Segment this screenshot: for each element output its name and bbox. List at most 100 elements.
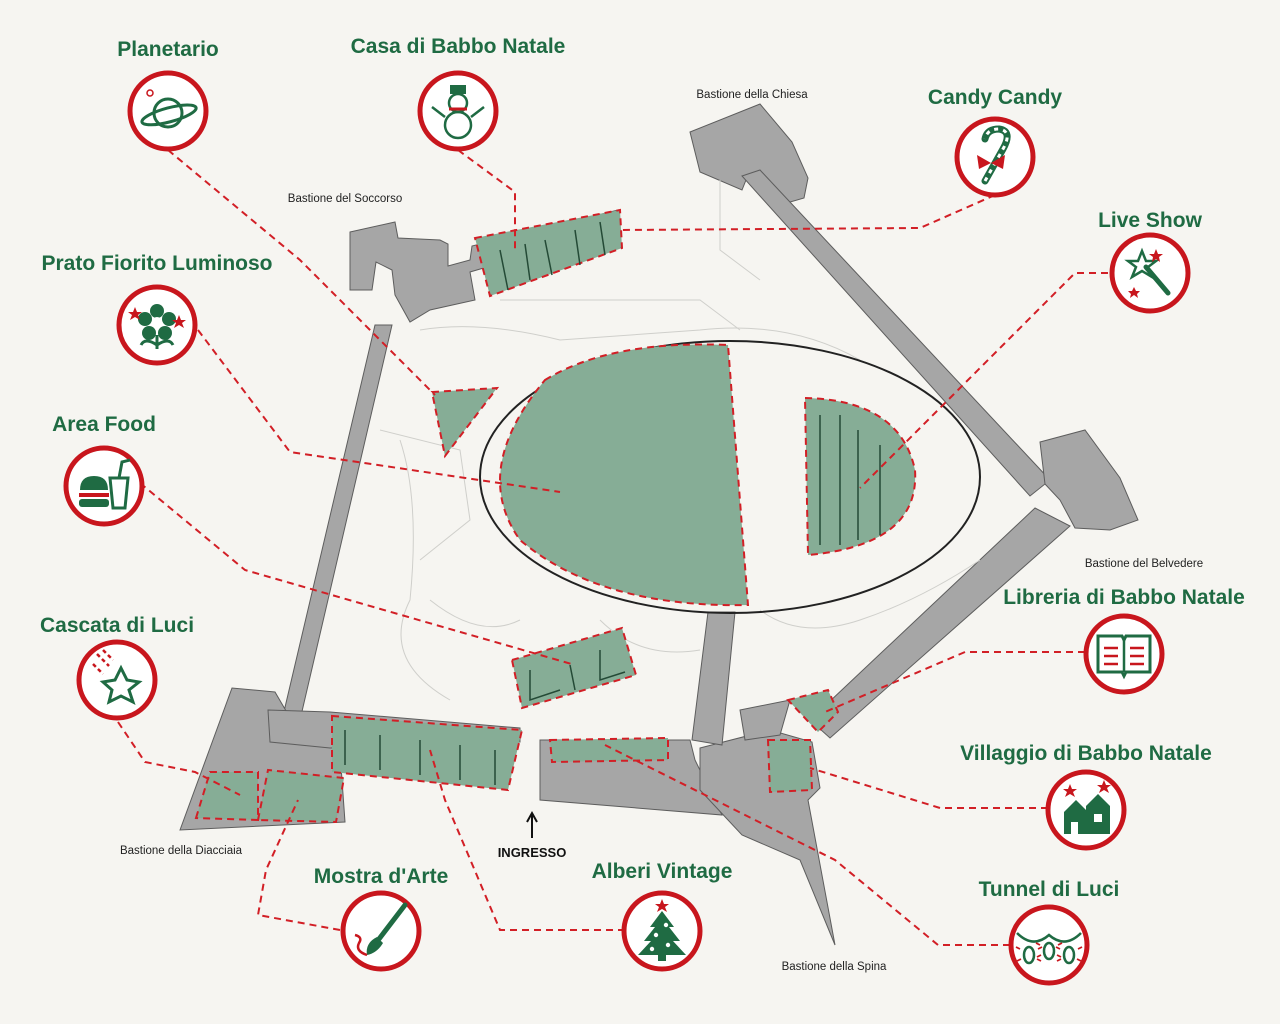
planet-ring <box>140 103 198 127</box>
badge-libreria[interactable] <box>1083 613 1165 695</box>
badge-tunnel[interactable] <box>1008 904 1090 986</box>
title-planetario[interactable]: Planetario <box>117 38 219 61</box>
entrance-label: INGRESSO <box>497 845 567 860</box>
house-window <box>1094 814 1102 822</box>
line-villaggio <box>809 767 1048 809</box>
book-cover <box>1096 634 1152 680</box>
line-prato-fiorito <box>197 329 561 493</box>
central-oval-track <box>479 340 981 614</box>
badge-planetario[interactable] <box>127 70 209 152</box>
label-bastione-spina: Bastione della Spina <box>781 961 887 973</box>
line-mostra-arte <box>256 799 341 931</box>
zone-alberi-vintage <box>548 736 669 764</box>
candy-cane-stripes <box>983 127 1009 182</box>
flower-icon <box>128 304 186 349</box>
flower-petal-3 <box>142 326 156 340</box>
arrow-up-icon <box>526 810 538 838</box>
zone-casa-babbo-natale <box>473 208 624 298</box>
title-tunnel-luci[interactable]: Tunnel di Luci <box>978 878 1120 901</box>
snowman-arms <box>431 106 485 118</box>
flower-stem <box>139 335 175 349</box>
flower-petal-2 <box>158 326 172 340</box>
label-bastione-soccorso: Bastione del Soccorso <box>287 193 403 205</box>
title-area-food[interactable]: Area Food <box>52 413 156 436</box>
string-lights-icon <box>1015 932 1083 965</box>
shooting-star-trail <box>92 649 114 675</box>
houses-star-right <box>1097 780 1111 793</box>
light-glow-2 <box>1055 946 1083 962</box>
snowman-hat <box>450 85 466 94</box>
book-lines <box>1104 646 1144 666</box>
line-candy-candy <box>619 194 996 231</box>
line-alberi-vintage <box>429 749 625 931</box>
houses-star-left <box>1063 784 1077 797</box>
flower-petal-1 <box>162 312 176 326</box>
paintbrush-icon <box>354 902 408 957</box>
badge-cascata[interactable] <box>76 639 158 721</box>
badge-ring <box>1008 904 1090 986</box>
light-glow-1 <box>1035 942 1063 958</box>
zone-area-food <box>510 626 638 710</box>
title-cascata-luci[interactable]: Cascata di Luci <box>39 614 195 637</box>
planet-star <box>146 89 154 97</box>
wall-segment-5 <box>281 324 393 721</box>
wall-segment-3 <box>1039 429 1139 531</box>
title-prato-fiorito[interactable]: Prato Fiorito Luminoso <box>41 252 273 275</box>
title-alberi-vintage[interactable]: Alberi Vintage <box>591 860 733 883</box>
title-casa-babbo-natale[interactable]: Casa di Babbo Natale <box>350 35 566 58</box>
line-planetario <box>167 149 436 396</box>
zone-live-show <box>803 396 917 557</box>
badge-casa[interactable] <box>417 70 499 152</box>
planet-icon <box>140 89 198 129</box>
title-villaggio[interactable]: Villaggio di Babbo Natale <box>960 742 1212 765</box>
brush-tip <box>366 937 383 955</box>
badge-prato[interactable] <box>116 284 198 366</box>
wall-segment-1 <box>689 103 809 206</box>
tree-ornament-1 <box>665 942 671 948</box>
flower-petal-0 <box>150 304 164 318</box>
badge-ring <box>127 70 209 152</box>
wall-segment-10 <box>691 611 736 746</box>
pathway-1 <box>399 439 451 701</box>
zone-room-lines-2 <box>529 650 626 702</box>
wall-segment-9 <box>699 729 836 946</box>
zone-room-lines-3 <box>344 730 496 785</box>
pathway-4 <box>429 599 521 628</box>
open-book-icon <box>1096 634 1152 680</box>
tree-ornament-3 <box>663 922 669 928</box>
magic-wand-icon <box>1124 247 1171 298</box>
badge-mostra[interactable] <box>340 890 422 972</box>
pathway-0 <box>419 326 861 361</box>
title-candy-candy[interactable]: Candy Candy <box>927 86 1063 109</box>
title-live-show[interactable]: Live Show <box>1098 209 1202 232</box>
pathway-2 <box>759 559 981 629</box>
paint-stroke <box>354 933 368 957</box>
line-libreria <box>824 651 1085 713</box>
title-libreria[interactable]: Libreria di Babbo Natale <box>1003 586 1245 609</box>
lights-wire <box>1016 932 1082 943</box>
flower-star-left <box>128 307 142 320</box>
shooting-star-shape <box>99 664 143 705</box>
shooting-star-icon <box>92 649 143 705</box>
pathway-5 <box>719 180 761 281</box>
line-area-food <box>139 482 576 666</box>
tree-trunk <box>658 955 666 961</box>
drink-cup <box>108 476 130 510</box>
drink-straw <box>117 458 131 479</box>
light-bulb-2 <box>1062 945 1076 965</box>
pathway-7 <box>379 429 471 561</box>
badge-food[interactable] <box>63 445 145 527</box>
title-mostra-arte[interactable]: Mostra d'Arte <box>313 865 449 888</box>
badge-alberi[interactable] <box>621 890 703 972</box>
flower-center <box>152 317 162 327</box>
badge-candy[interactable] <box>954 116 1036 198</box>
tree-ornament-2 <box>649 946 655 952</box>
flower-petal-4 <box>138 312 152 326</box>
badge-villaggio[interactable] <box>1045 769 1127 851</box>
light-bulb-0 <box>1022 945 1036 965</box>
light-glow-0 <box>1015 946 1043 962</box>
badge-live[interactable] <box>1109 232 1191 314</box>
zone-villaggio <box>766 739 814 794</box>
candy-cane-bow <box>977 155 1005 169</box>
